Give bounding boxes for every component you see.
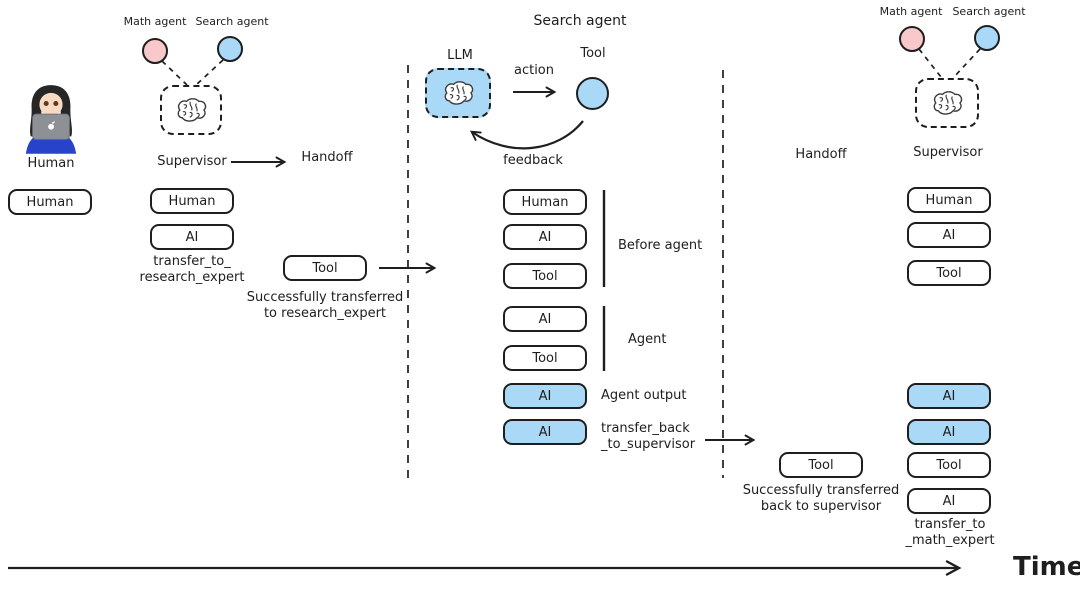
message-box-tool: Tool: [779, 452, 863, 478]
agent-label: Agent: [628, 332, 667, 347]
tool-result-note: Successfully transferred back to supervi…: [742, 483, 900, 515]
link-search-agent-right: [953, 48, 981, 78]
tool-result-note: Successfully transferred to research_exp…: [246, 290, 404, 322]
search-agent-icon: [974, 25, 1000, 51]
supervisor-node: [915, 78, 979, 128]
message-box-human: Human: [8, 189, 92, 215]
time-axis-label: Time: [1013, 552, 1080, 582]
message-box-ai-output: AI: [907, 383, 991, 409]
handoff-label: Handoff: [795, 147, 847, 162]
search-agent-label: Search agent: [195, 15, 269, 28]
link-search-agent-left: [195, 59, 224, 86]
message-box-ai: AI: [503, 224, 587, 250]
tool-label: Tool: [580, 46, 606, 61]
message-box-human: Human: [907, 187, 991, 213]
message-box-human: Human: [503, 189, 587, 215]
message-box-tool: Tool: [283, 255, 367, 281]
math-agent-icon: [899, 26, 925, 52]
message-box-tool: Tool: [503, 263, 587, 289]
brain-icon: [439, 79, 477, 107]
person-at-laptop-icon: [22, 84, 80, 154]
feedback-label: feedback: [503, 153, 563, 168]
message-box-tool: Tool: [907, 452, 991, 478]
message-box-ai: AI: [503, 306, 587, 332]
transfer-note: transfer_to _math_expert: [905, 517, 995, 549]
link-math-agent-left: [161, 60, 188, 86]
tool-icon: [576, 77, 609, 110]
message-box-ai: AI: [907, 222, 991, 248]
arrow-feedback: [469, 120, 584, 150]
link-math-agent-right: [918, 48, 942, 78]
transfer-note: transfer_to_ research_expert: [139, 254, 245, 286]
brain-icon: [172, 96, 210, 124]
llm-label: LLM: [447, 48, 473, 63]
section-title: Search agent: [533, 13, 627, 29]
search-agent-label: Search agent: [952, 5, 1026, 18]
math-agent-label: Math agent: [123, 15, 187, 28]
math-agent-label: Math agent: [879, 5, 943, 18]
supervisor-label: Supervisor: [157, 154, 227, 169]
agent-output-label: Agent output: [601, 388, 687, 403]
message-box-tool: Tool: [907, 260, 991, 286]
supervisor-node: [160, 85, 222, 135]
message-box-ai-output: AI: [503, 383, 587, 409]
message-box-ai-transfer: AI: [503, 419, 587, 445]
message-box-human: Human: [150, 188, 234, 214]
message-box-ai-output: AI: [907, 419, 991, 445]
message-box-ai: AI: [150, 224, 234, 250]
handoff-label: Handoff: [301, 150, 353, 165]
message-box-ai: AI: [907, 488, 991, 514]
before-agent-label: Before agent: [618, 238, 703, 253]
search-agent-icon: [217, 36, 243, 62]
brain-icon: [928, 89, 966, 117]
human-caption: Human: [27, 156, 75, 171]
action-label: action: [513, 63, 554, 78]
llm-node: [425, 68, 491, 118]
message-box-tool: Tool: [503, 345, 587, 371]
transfer-back-note: transfer_back _to_supervisor: [601, 421, 696, 453]
supervisor-label: Supervisor: [913, 145, 983, 160]
math-agent-icon: [142, 38, 168, 64]
